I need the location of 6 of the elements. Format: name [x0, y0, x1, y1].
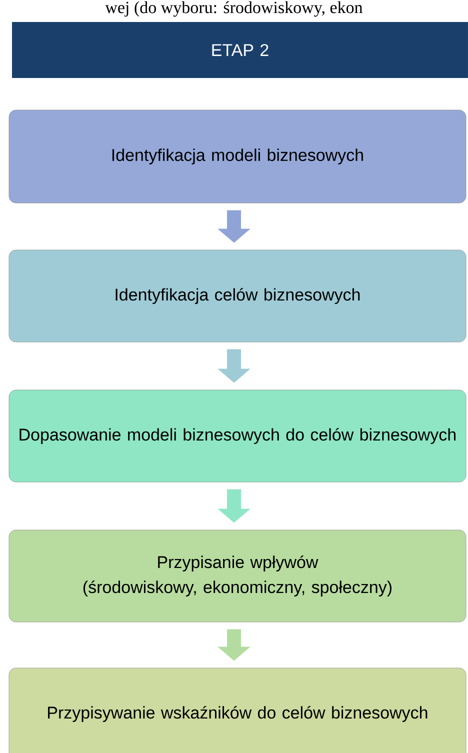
process-box: Identyfikacja modeli biznesowych — [8, 110, 466, 204]
process-box: Dopasowanie modeli biznesowych do celów biznesowych — [8, 390, 466, 482]
process-box: Identyfikacja celów biznesowych — [8, 250, 466, 342]
process-box: Przypisanie wpływów (środowiskowy, ekonomiczny, społeczny) — [8, 530, 466, 622]
header-band: ETAP 2 — [12, 22, 468, 78]
process-box: Przypisywanie wskaźników do celów biznesowych — [8, 668, 466, 753]
